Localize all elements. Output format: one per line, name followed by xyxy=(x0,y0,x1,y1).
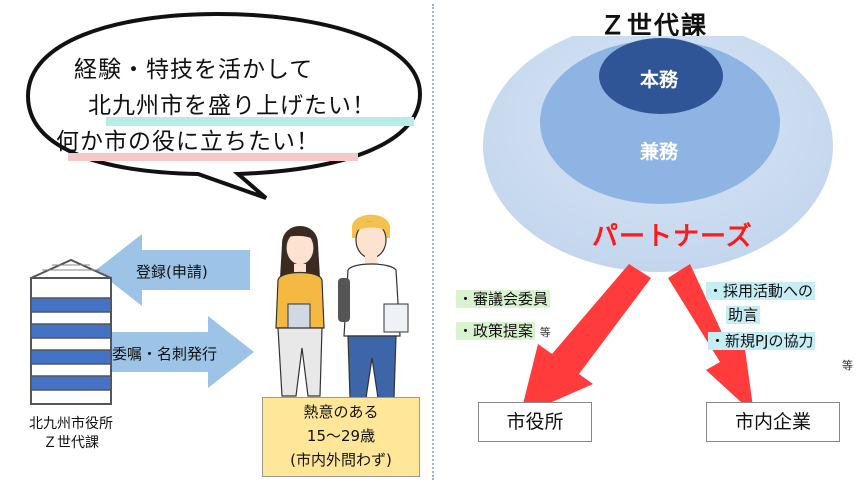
bubble-line-3: 何か市の役に立ちたい！ xyxy=(56,129,320,155)
speech-bubble xyxy=(25,11,423,200)
section-divider xyxy=(432,4,434,480)
local-companies-box: 市内企業 xyxy=(706,402,840,442)
register-label: 登録(申請) xyxy=(136,263,208,281)
city-hall-building-icon xyxy=(30,258,112,405)
target-audience-box: 熱意のある 15～29歳 (市内外問わず) xyxy=(262,397,420,477)
bubble-line-2: 北九州市を盛り上げたい！ xyxy=(88,93,376,119)
left-duty-1: ・審議会委員 xyxy=(456,290,551,308)
right-duty-etc: 等 xyxy=(842,359,853,372)
right-duty-1: ・採用活動への xyxy=(706,282,816,300)
city-office-box: 市役所 xyxy=(478,402,592,442)
city-hall-name: 北九州市役所 xyxy=(29,416,113,432)
partners-label: パートナーズ xyxy=(592,222,753,252)
right-duty-1-cont: 助言 xyxy=(726,306,761,324)
arrow-to-city-office xyxy=(520,264,651,416)
right-duty-2: ・新規PJの協力 xyxy=(708,332,816,350)
inner-label: 本務 xyxy=(640,69,679,91)
commission-label: 委嘱・名刺発行 xyxy=(112,345,218,363)
highlight-teal xyxy=(106,117,414,126)
target-line-1: 熱意のある xyxy=(303,403,379,421)
young-people-illustration xyxy=(275,214,409,398)
inner-ellipse-main xyxy=(599,38,723,114)
exchange-arrows xyxy=(96,234,254,388)
highlight-pink xyxy=(68,153,358,161)
left-duty-2: ・政策提案 等 xyxy=(456,322,551,340)
young-man-figure xyxy=(338,214,409,398)
commission-arrow xyxy=(100,316,254,388)
bubble-line-1: 経験・特技を活かして xyxy=(74,57,314,83)
middle-label: 兼務 xyxy=(640,141,679,163)
membership-ellipses xyxy=(483,36,833,272)
target-line-2: 15～29歳 xyxy=(306,427,376,445)
target-line-3: (市内外問わず) xyxy=(290,451,392,469)
register-arrow xyxy=(96,234,250,306)
city-hall-division: Ｚ世代課 xyxy=(43,435,99,451)
young-woman-figure xyxy=(275,226,325,397)
